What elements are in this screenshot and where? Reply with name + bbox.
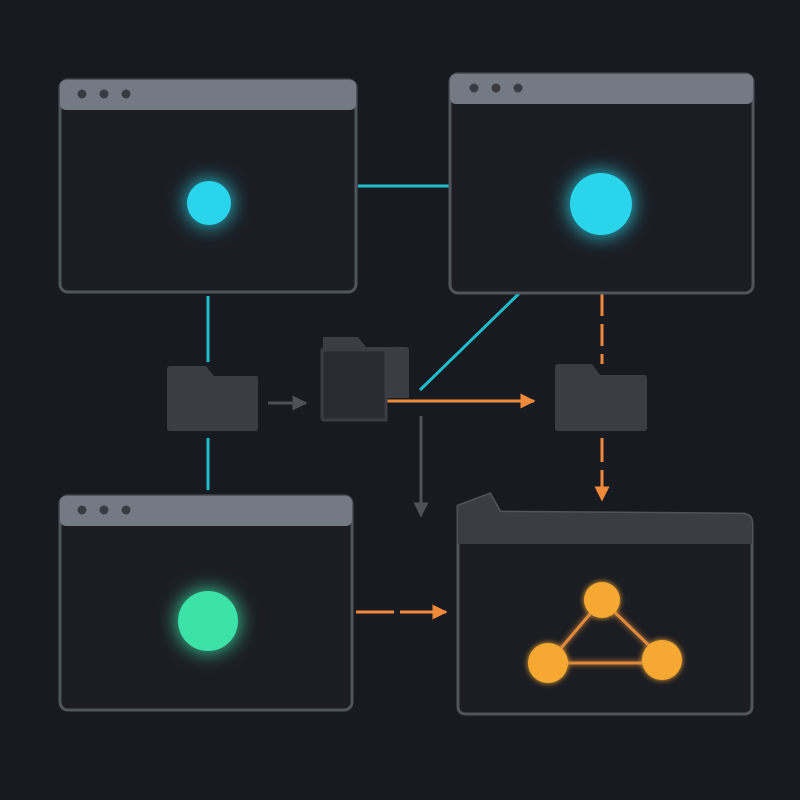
folder-3-body bbox=[555, 364, 647, 431]
window-a-dot-3 bbox=[121, 89, 131, 99]
window-b-dot-1 bbox=[469, 83, 479, 93]
window-c-title-bar bbox=[60, 496, 352, 526]
window-b-title-bar bbox=[450, 74, 753, 104]
folder-1-body bbox=[167, 366, 258, 431]
network-graph-icon bbox=[528, 582, 682, 683]
folder-icon bbox=[555, 364, 647, 431]
window-c-dot-1 bbox=[77, 505, 87, 515]
window-a-title-bar bbox=[60, 80, 356, 110]
window-d-title-bar bbox=[458, 494, 752, 544]
network-node-top bbox=[584, 582, 620, 618]
window-a-dot-2 bbox=[99, 89, 109, 99]
window-a-dot-1 bbox=[77, 89, 87, 99]
network-node-right bbox=[642, 640, 682, 680]
app-window-icon bbox=[456, 492, 754, 716]
glowing-node-icon bbox=[187, 181, 231, 225]
window-c-dot-3 bbox=[121, 505, 131, 515]
window-b-dot-2 bbox=[491, 83, 501, 93]
app-window-icon bbox=[58, 78, 358, 294]
window-c-dot-2 bbox=[99, 505, 109, 515]
folder-icon bbox=[320, 337, 409, 422]
glowing-node-icon bbox=[178, 591, 238, 651]
connector-folder2-to-folder3 bbox=[382, 393, 536, 410]
window-b-dot-3 bbox=[513, 83, 523, 93]
app-window-icon bbox=[58, 494, 354, 712]
glowing-node-icon bbox=[570, 173, 632, 235]
app-window-icon bbox=[448, 72, 755, 295]
folder-icon bbox=[167, 366, 258, 431]
folder-2-front bbox=[320, 348, 388, 422]
network-node-left bbox=[528, 643, 568, 683]
